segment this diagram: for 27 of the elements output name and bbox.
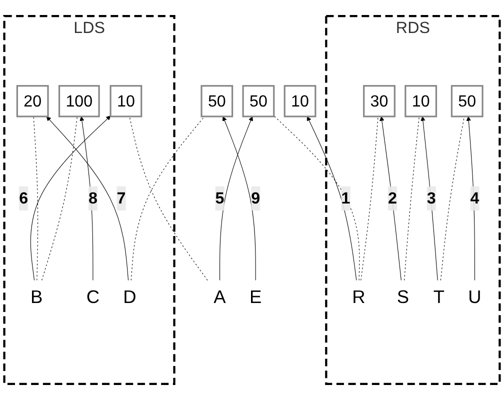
node-letter: S xyxy=(396,286,410,308)
value-box: 30 xyxy=(363,85,396,118)
edge-label: 2 xyxy=(388,186,397,210)
value-box: 20 xyxy=(16,85,49,118)
node-letter: B xyxy=(30,286,43,308)
value-box: 50 xyxy=(450,85,484,118)
node-letter: T xyxy=(433,286,444,308)
node-letter: U xyxy=(468,286,482,308)
node-letter: E xyxy=(250,286,262,308)
node-letter: D xyxy=(123,286,136,308)
edge-label: 7 xyxy=(116,186,126,210)
value-box: 10 xyxy=(284,85,316,118)
edge-label: 3 xyxy=(426,186,436,210)
edge-label: 6 xyxy=(19,186,28,210)
node-letter: R xyxy=(352,286,366,308)
edge-label: 1 xyxy=(341,186,350,210)
value-box: 10 xyxy=(404,85,438,118)
edge-label: 8 xyxy=(88,186,98,210)
value-box: 100 xyxy=(58,85,100,118)
edge-label: 5 xyxy=(215,186,224,210)
edge-label: 9 xyxy=(251,186,260,210)
edge-label: 4 xyxy=(470,186,480,210)
value-box: 50 xyxy=(242,85,275,118)
value-box: 50 xyxy=(200,85,234,118)
node-letter: C xyxy=(86,286,100,308)
value-box: 10 xyxy=(110,85,142,118)
node-letter: A xyxy=(214,286,226,308)
